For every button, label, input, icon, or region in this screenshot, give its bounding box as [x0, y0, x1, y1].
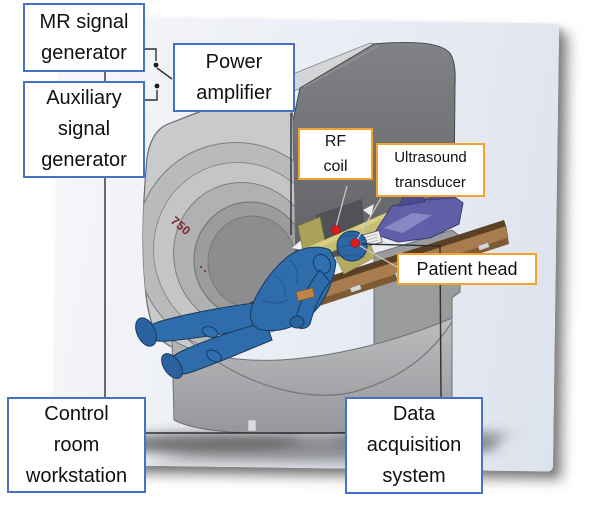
- switch-node-bottom: [154, 83, 160, 89]
- leader-lines: [335, 185, 398, 268]
- label-box-rf-coil: RF coil: [298, 128, 373, 180]
- marker-dot-transducer: [350, 238, 360, 248]
- patient-figure: [135, 230, 368, 379]
- label-box-auxiliary-signal-generator: Auxiliary signal generator: [23, 81, 145, 178]
- label-box-data-acquisition-system: Data acquisition system: [345, 397, 483, 494]
- marker-dot-rf-coil: [331, 225, 341, 235]
- switch-node-top: [153, 62, 159, 68]
- label-box-control-room-workstation: Control room workstation: [7, 397, 146, 493]
- label-box-patient-head: Patient head: [397, 253, 537, 285]
- label-box-ultrasound-transducer: Ultrasound transducer: [376, 143, 485, 197]
- label-box-power-amplifier: Power amplifier: [173, 43, 295, 112]
- label-box-mr-signal-generator: MR signal generator: [23, 3, 145, 72]
